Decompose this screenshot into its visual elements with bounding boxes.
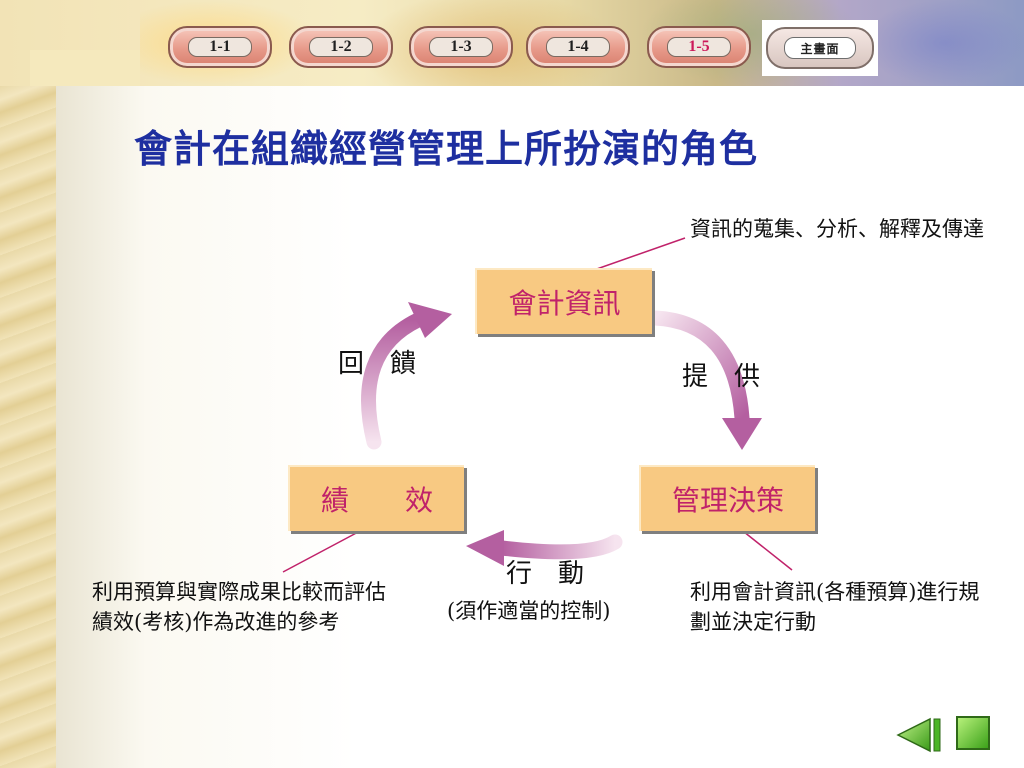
action-control-note: (須作適當的控制) (447, 599, 611, 623)
home-button[interactable]: 主畫面 (762, 20, 878, 76)
edge-label-action: 行 動 (506, 559, 585, 589)
slide-background (56, 86, 1024, 768)
side-parchment-strip (0, 0, 56, 768)
node-management-decision: 管理決策 (639, 465, 815, 531)
nav-button-1-4[interactable]: 1-4 (526, 26, 630, 68)
action-arrow (466, 530, 623, 566)
banner-decoration (860, 0, 1024, 86)
feedback-arrow (361, 302, 452, 450)
callout-performance-text: 利用預算與實際成果比較而評估績效(考核)作為改進的參考 (92, 580, 386, 634)
green-square-icon[interactable] (956, 716, 990, 750)
callout-info-text: 資訊的蒐集、分析、解釋及傳達 (690, 217, 984, 241)
nav-button-label: 1-3 (429, 37, 493, 57)
green-left-arrow-icon[interactable] (896, 716, 942, 754)
nav-button-1-5[interactable]: 1-5 (647, 26, 751, 68)
callout-decision-text: 利用會計資訊(各種預算)進行規劃並決定行動 (690, 580, 980, 634)
nav-button-label: 1-2 (309, 37, 373, 57)
nav-button-1-2[interactable]: 1-2 (289, 26, 393, 68)
banner-fold (30, 50, 140, 86)
node-accounting-info: 會計資訊 (475, 268, 652, 334)
nav-button-label: 1-1 (188, 37, 252, 57)
home-button-label: 主畫面 (784, 37, 856, 59)
edge-label-provide: 提 供 (682, 362, 761, 392)
page-title: 會計在組織經營管理上所扮演的角色 (134, 127, 759, 171)
provide-arrow (647, 310, 762, 450)
nav-button-label: 1-5 (667, 37, 731, 57)
home-button-frame: 主畫面 (766, 27, 874, 69)
nav-button-1-1[interactable]: 1-1 (168, 26, 272, 68)
node-performance: 績 效 (288, 465, 464, 531)
edge-label-feedback: 回 饋 (338, 349, 417, 379)
nav-button-1-3[interactable]: 1-3 (409, 26, 513, 68)
header-banner: 1-1 1-2 1-3 1-4 1-5 主畫面 (0, 0, 1024, 86)
nav-button-label: 1-4 (546, 37, 610, 57)
